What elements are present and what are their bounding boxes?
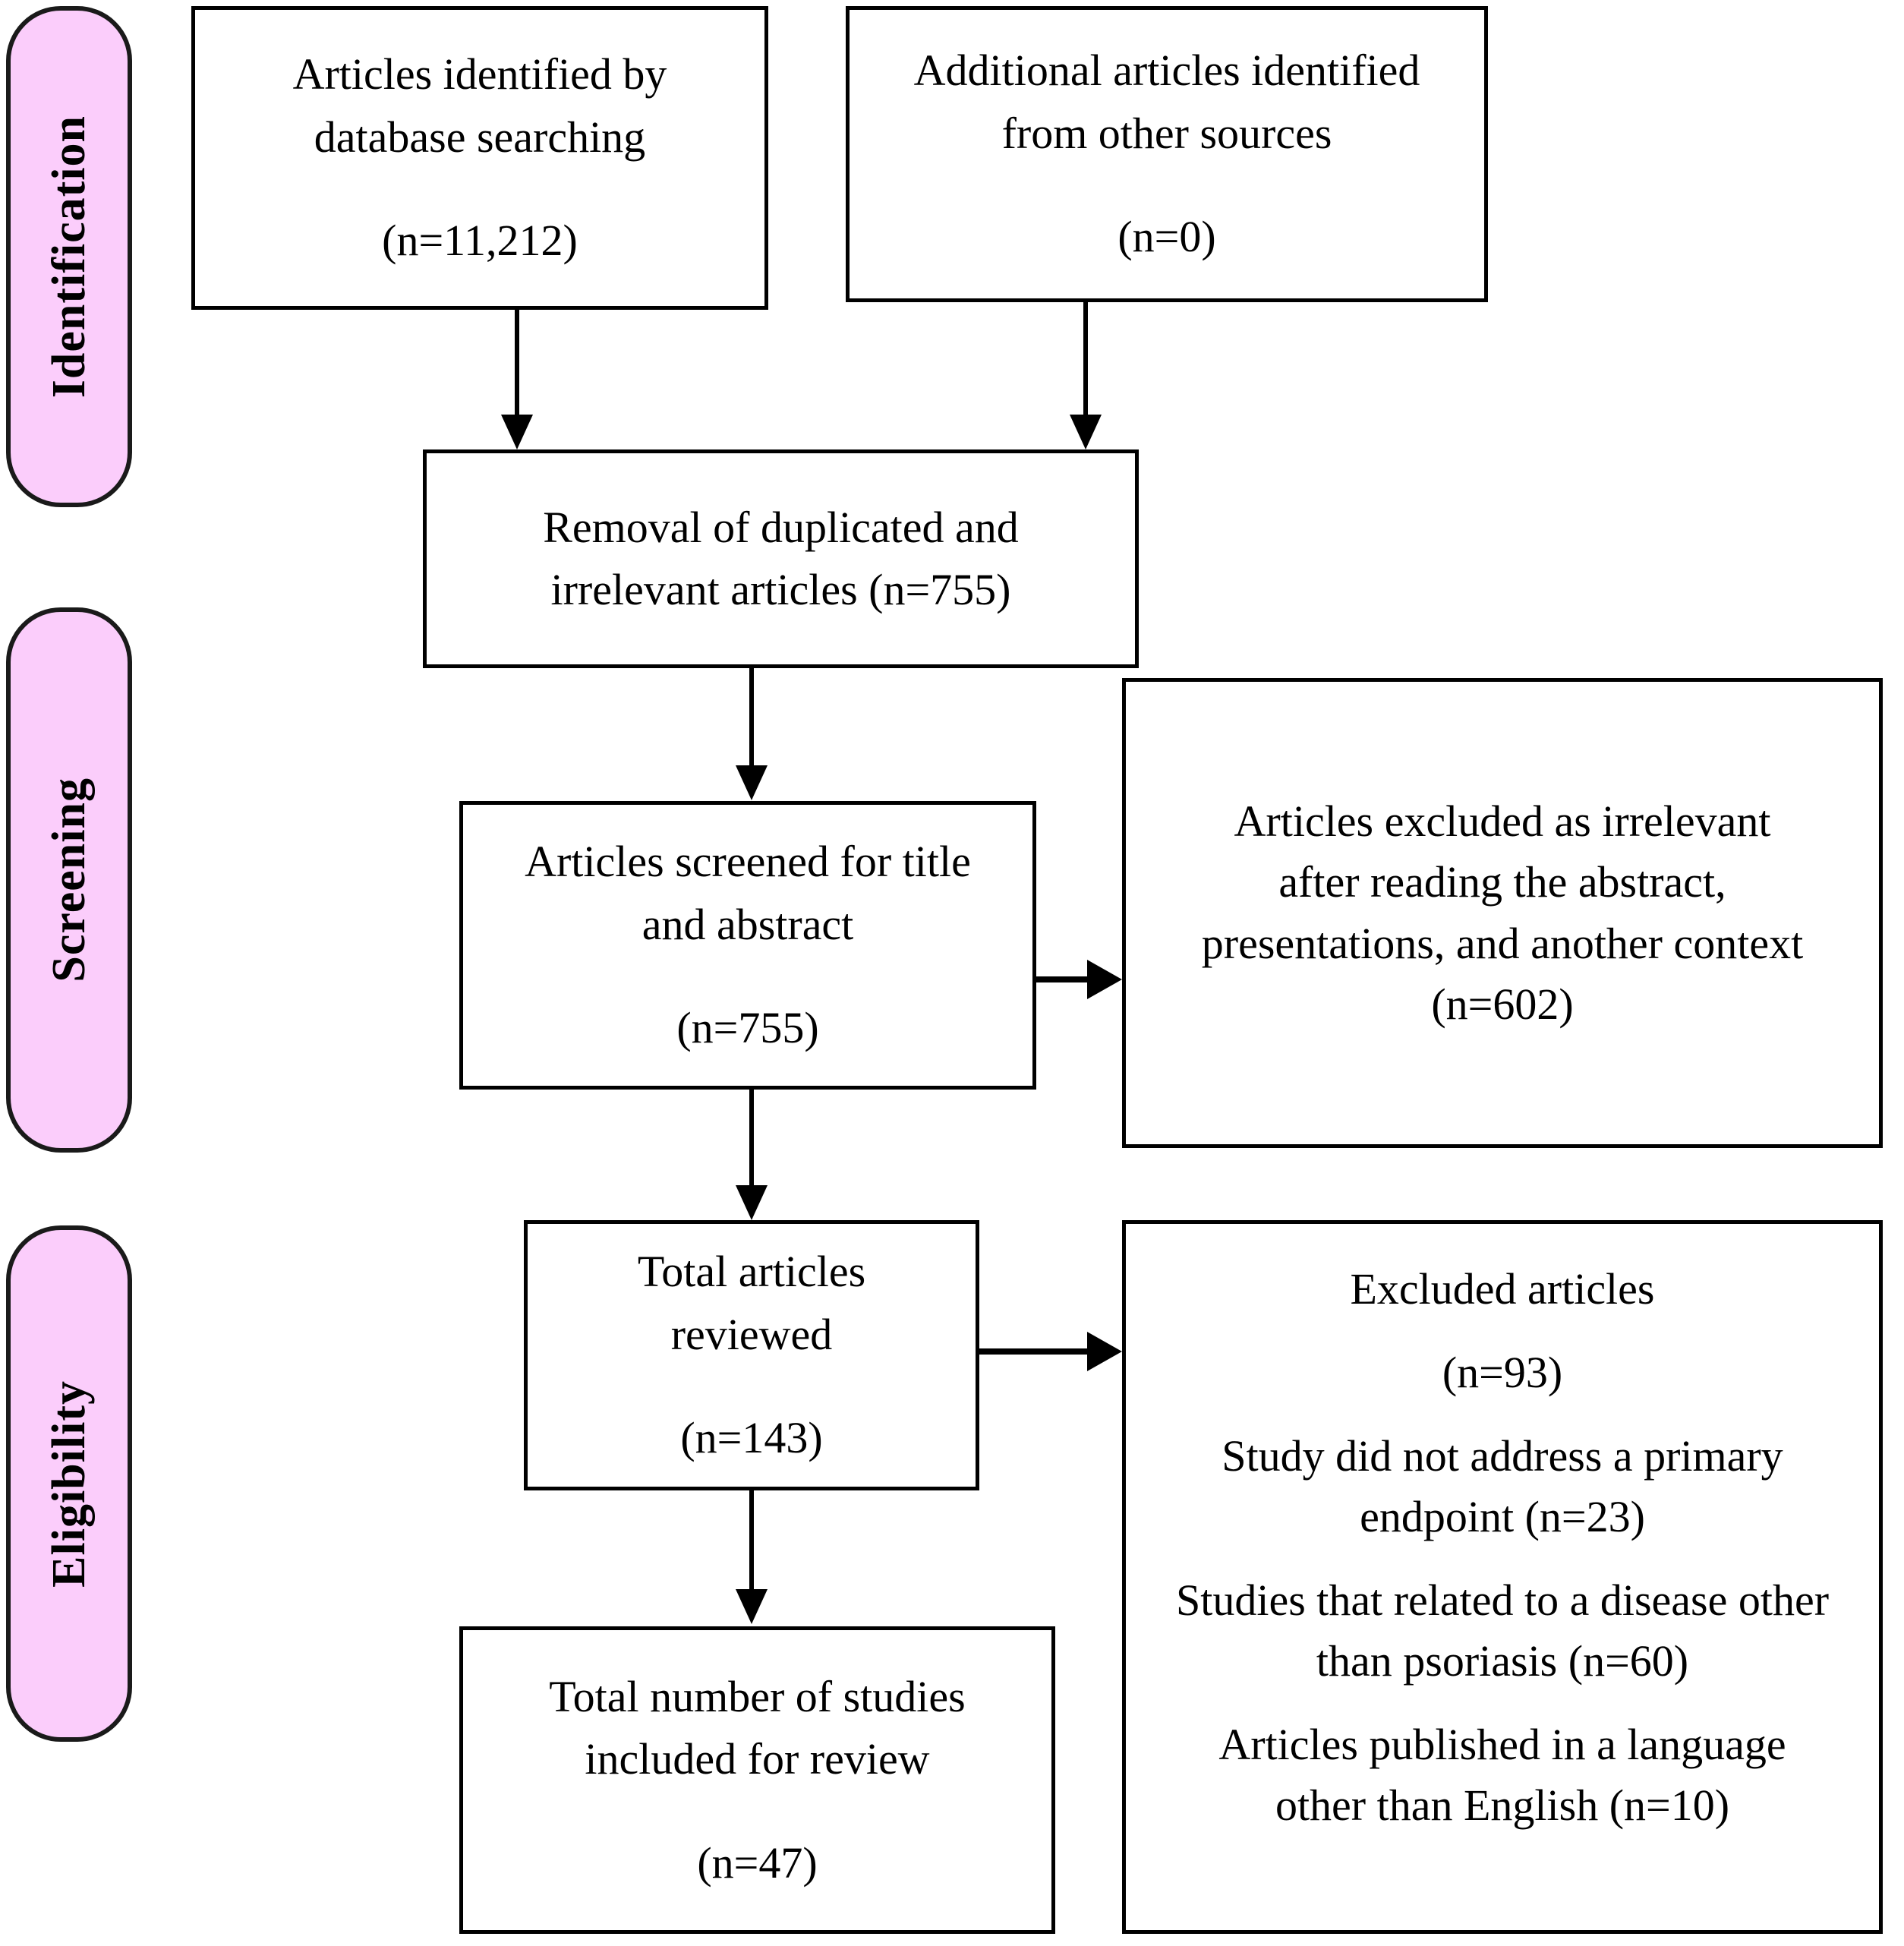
box-excluded-screening-count: (n=602) <box>1431 979 1574 1029</box>
box-identified-database-count: (n=11,212) <box>382 216 578 266</box>
arrowhead-identified-database-to-duplicates <box>501 415 533 449</box>
box-excluded-screening-line1: Articles excluded as irrelevant <box>1234 796 1771 847</box>
stage-label-identification: Identification <box>6 6 132 507</box>
stage-label-identification-text: Identification <box>43 115 95 399</box>
box-excluded-screening-line2: after reading the abstract, <box>1278 857 1726 907</box>
box-identified-database-line1: Articles identified by <box>292 49 667 99</box>
connector-screened-to-excluded-screening <box>1036 976 1112 982</box>
box-excluded-eligibility-count: (n=93) <box>1442 1348 1563 1398</box>
box-total-included-count: (n=47) <box>697 1837 818 1888</box>
box-removal-duplicates-line1: Removal of duplicated and <box>543 502 1019 552</box>
box-total-included-line1: Total number of studies <box>549 1671 966 1721</box>
arrowhead-duplicates-to-screened <box>736 765 768 800</box>
box-identified-other-line1: Additional articles identified <box>913 46 1420 96</box>
box-articles-identified-database: Articles identified by database searchin… <box>191 6 768 310</box>
box-identified-database-line2: database searching <box>314 112 646 162</box>
box-total-reviewed-line1: Total articles <box>637 1247 866 1297</box>
box-removal-duplicates: Removal of duplicated and irrelevant art… <box>423 449 1139 668</box>
box-excluded-eligibility-reason3-line2: other than English (n=10) <box>1275 1780 1730 1831</box>
connector-duplicates-to-screened <box>749 668 754 767</box>
box-total-reviewed-line2: reviewed <box>670 1309 833 1359</box>
box-excluded-screening-line3: presentations, and another context <box>1201 918 1804 968</box>
box-excluded-eligibility-heading: Excluded articles <box>1350 1264 1655 1314</box>
box-excluded-screening: Articles excluded as irrelevant after re… <box>1122 678 1883 1148</box>
box-excluded-eligibility-reason1-line2: endpoint (n=23) <box>1360 1492 1645 1542</box>
connector-identified-database-to-duplicates <box>515 310 519 416</box>
arrowhead-identified-other-to-duplicates <box>1070 415 1102 449</box>
box-articles-screened-line2: and abstract <box>641 899 854 949</box>
box-excluded-eligibility: Excluded articles (n=93) Study did not a… <box>1122 1220 1883 1934</box>
box-excluded-eligibility-reason1-line1: Study did not address a primary <box>1222 1431 1783 1481</box>
box-excluded-eligibility-reason2-line1: Studies that related to a disease other <box>1175 1575 1830 1626</box>
box-identified-other-count: (n=0) <box>1117 212 1216 262</box>
box-articles-identified-other-sources: Additional articles identified from othe… <box>846 6 1488 302</box>
arrowhead-screened-to-excluded-screening <box>1087 960 1122 999</box>
connector-reviewed-to-included <box>749 1490 754 1591</box>
box-articles-screened-count: (n=755) <box>676 1003 819 1053</box>
box-articles-screened-line1: Articles screened for title <box>525 837 971 887</box>
box-identified-other-line2: from other sources <box>1001 108 1332 158</box>
box-total-studies-included: Total number of studies included for rev… <box>459 1626 1055 1934</box>
arrowhead-reviewed-to-included <box>736 1589 768 1624</box>
connector-reviewed-to-excluded-eligibility <box>979 1348 1114 1355</box>
box-total-articles-reviewed: Total articles reviewed (n=143) <box>524 1220 979 1490</box>
stage-label-screening-text: Screening <box>43 777 95 982</box>
box-total-reviewed-count: (n=143) <box>680 1413 823 1463</box>
box-total-included-line2: included for review <box>585 1734 930 1784</box>
stage-label-eligibility: Eligibility <box>6 1225 132 1742</box>
stage-label-screening: Screening <box>6 607 132 1153</box>
arrowhead-reviewed-to-excluded-eligibility <box>1087 1332 1122 1371</box>
box-excluded-eligibility-reason2-line2: than psoriasis (n=60) <box>1316 1636 1689 1686</box>
box-excluded-eligibility-reason3-line1: Articles published in a language <box>1218 1720 1786 1770</box>
box-articles-screened: Articles screened for title and abstract… <box>459 801 1036 1090</box>
box-removal-duplicates-line2: irrelevant articles (n=755) <box>550 565 1011 614</box>
connector-identified-other-to-duplicates <box>1083 302 1088 416</box>
connector-screened-to-reviewed <box>749 1090 754 1187</box>
arrowhead-screened-to-reviewed <box>736 1185 768 1220</box>
stage-label-eligibility-text: Eligibility <box>43 1380 95 1588</box>
